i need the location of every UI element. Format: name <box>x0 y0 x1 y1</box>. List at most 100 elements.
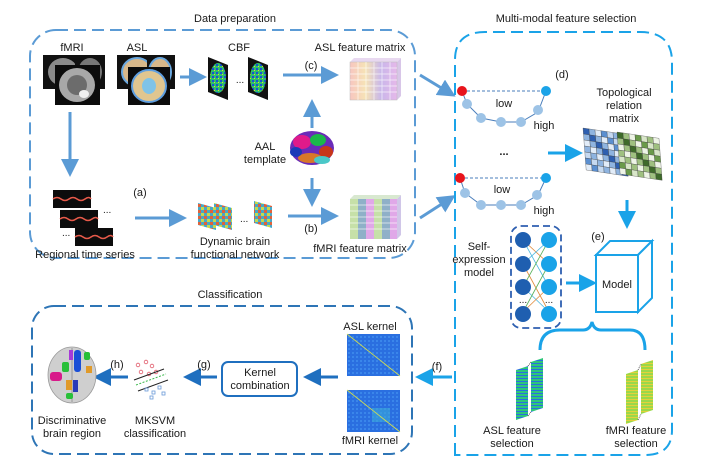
self-expression-network: ... ... <box>510 225 562 329</box>
topo-matrix-cell <box>625 168 633 176</box>
topo-matrix-cell <box>596 153 604 161</box>
asl-image-stack <box>117 55 175 105</box>
kernel-comb-line1: Kernel <box>244 367 276 379</box>
topo-matrix-cell <box>625 162 632 170</box>
cbf-label: CBF <box>228 42 250 54</box>
aal-label-line2: template <box>244 154 286 166</box>
aal-brain-icon <box>290 131 334 165</box>
classification-panel: Classification ASL kernel fMRI kernel Ke… <box>31 289 413 455</box>
node-cyan <box>541 86 551 96</box>
arrow-fmri-matrix-to-selection <box>419 195 456 220</box>
topo-matrix-cell <box>606 131 614 139</box>
feature-selection-panel: Multi-modal feature selection (d) low hi… <box>452 13 673 456</box>
time-series-ellipsis-1: ... <box>103 205 111 216</box>
topo-matrix-cell <box>603 166 611 174</box>
step-f-label: (f) <box>432 361 442 373</box>
dynamic-network-stack: ... <box>198 201 272 230</box>
topo-matrix-cell <box>588 128 596 136</box>
node-red <box>457 86 467 96</box>
topo-matrix-cell <box>630 151 637 159</box>
topo-matrix-cell <box>591 164 599 172</box>
topo-matrix-cell <box>647 148 655 156</box>
topo-matrix-cell <box>617 143 625 152</box>
path1-high-label: high <box>534 120 555 132</box>
topo-matrix-cell <box>646 136 654 144</box>
topo-matrix-cell <box>654 155 661 163</box>
topo-matrix-cell <box>623 138 631 146</box>
topo-matrix-cell <box>608 149 615 157</box>
path2-high-label: high <box>534 205 555 217</box>
asl-feature-matrix-label: ASL feature matrix <box>315 42 406 54</box>
asl-selection-line1: ASL feature <box>483 425 541 437</box>
fmri-label: fMRI <box>60 42 83 54</box>
topo-matrix-cell <box>582 127 590 136</box>
topo-matrix-cell <box>584 151 592 160</box>
topo-matrix-cell <box>609 161 616 169</box>
topo-matrix-cell <box>602 154 610 162</box>
fmri-selection-line2: selection <box>614 438 657 450</box>
self-expr-line2: expression <box>452 254 505 266</box>
topo-matrix-cell <box>630 157 638 165</box>
topo-matrix-cell <box>655 173 663 181</box>
topo-matrix-cell <box>629 139 637 147</box>
topo-matrix-cell <box>584 145 591 154</box>
topo-matrix-cell <box>609 167 617 175</box>
topo-matrix-cell <box>619 167 627 176</box>
data-preparation-border <box>29 29 416 259</box>
step-h-label: (h) <box>110 359 123 371</box>
topo-matrix-cell <box>622 132 630 140</box>
topo-matrix-cell <box>607 137 615 145</box>
classification-border <box>31 305 413 455</box>
topo-matrix-cell <box>600 130 608 138</box>
network-ellipsis: ... <box>240 214 248 225</box>
topo-matrix-cell <box>596 147 603 155</box>
self-expr-line3: model <box>464 267 494 279</box>
topo-matrix-cell <box>648 154 655 162</box>
topo-label-line1: Topological <box>596 87 651 99</box>
fmri-feature-matrix <box>350 195 401 239</box>
topo-matrix-cell <box>585 163 593 172</box>
topo-matrix-cell <box>636 158 644 166</box>
fmri-kernel-matrix <box>346 389 401 433</box>
topo-matrix-cell <box>643 171 651 179</box>
topo-matrix-cell <box>640 135 648 143</box>
topo-matrix-graphic <box>582 127 663 181</box>
topo-matrix-cell <box>624 150 631 158</box>
topo-matrix-cell <box>635 140 643 148</box>
net-ellipsis-left: ... <box>519 295 527 306</box>
topo-matrix-cell <box>637 164 644 172</box>
regional-time-series-label: Regional time series <box>35 249 135 261</box>
topo-label-line3: matrix <box>609 113 639 125</box>
topo-matrix-cell <box>617 137 625 146</box>
topo-matrix-cell <box>595 141 603 149</box>
topo-matrix-cell <box>589 134 597 142</box>
asl-kernel-label: ASL kernel <box>343 321 396 333</box>
asl-feature-selection-graphic <box>516 358 543 420</box>
topo-matrix-cell <box>618 155 626 164</box>
fmri-feature-matrix-label: fMRI feature matrix <box>313 243 407 255</box>
aal-label-line1: AAL <box>255 141 276 153</box>
regional-time-series-stack: ... ... <box>52 190 114 246</box>
topo-matrix-cell <box>590 146 597 154</box>
topo-matrix-cell <box>637 170 645 178</box>
topo-matrix-cell <box>642 159 650 167</box>
paths-ellipsis: ... <box>499 146 508 158</box>
topo-matrix-cell <box>653 143 661 151</box>
path-graph-1: low high <box>457 86 554 132</box>
topo-matrix-cell <box>642 153 649 161</box>
dynamic-network-label-line2: functional network <box>191 249 280 261</box>
topo-matrix-cell <box>641 147 649 155</box>
path-graph-2: low high <box>455 173 554 217</box>
cbf-ellipsis: ... <box>236 75 244 86</box>
topo-matrix-cell <box>585 157 592 166</box>
fmri-kernel-label: fMRI kernel <box>342 435 398 447</box>
topo-matrix-cell <box>631 169 639 177</box>
asl-kernel-matrix <box>346 333 401 377</box>
fmri-image-stack <box>43 55 105 105</box>
topo-matrix-cell <box>634 134 642 142</box>
topo-matrix-cell <box>583 133 591 142</box>
fmri-selection-line1: fMRI feature <box>606 425 667 437</box>
topo-matrix-cell <box>589 140 597 148</box>
topo-matrix-cell <box>602 148 609 156</box>
